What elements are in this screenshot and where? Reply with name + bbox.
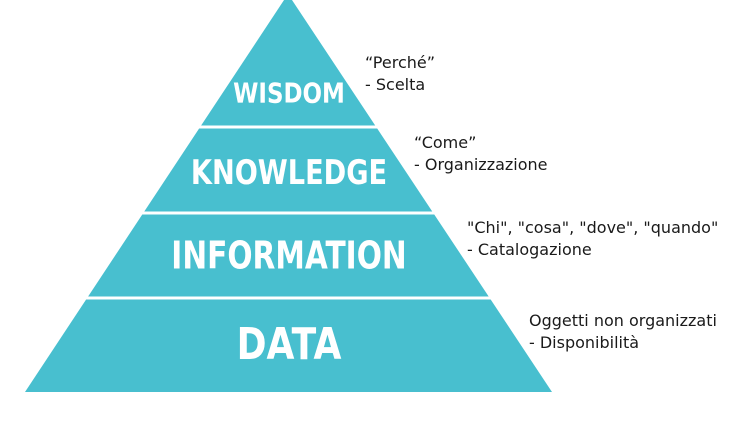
note-information-line1: "Chi", "cosa", "dove", "quando" — [467, 218, 719, 237]
note-data-line2: - Disponibilità — [529, 333, 640, 352]
note-data: Oggetti non organizzati - Disponibilità — [529, 310, 717, 354]
note-wisdom-line2: - Scelta — [365, 75, 426, 94]
note-knowledge: “Come” - Organizzazione — [414, 132, 548, 176]
note-data-line1: Oggetti non organizzati — [529, 311, 717, 330]
level-label-information: INFORMATION — [171, 234, 406, 279]
note-wisdom-line1: “Perché” — [365, 53, 436, 72]
level-label-knowledge: KNOWLEDGE — [191, 153, 387, 193]
note-information-line2: - Catalogazione — [467, 240, 592, 259]
pyramid-shape — [25, 0, 552, 392]
note-knowledge-line2: - Organizzazione — [414, 155, 548, 174]
note-knowledge-line1: “Come” — [414, 133, 477, 152]
level-label-wisdom: WISDOM — [233, 78, 345, 111]
level-label-data: DATA — [237, 320, 342, 370]
note-wisdom: “Perché” - Scelta — [365, 52, 435, 96]
note-information: "Chi", "cosa", "dove", "quando" - Catalo… — [467, 217, 718, 261]
